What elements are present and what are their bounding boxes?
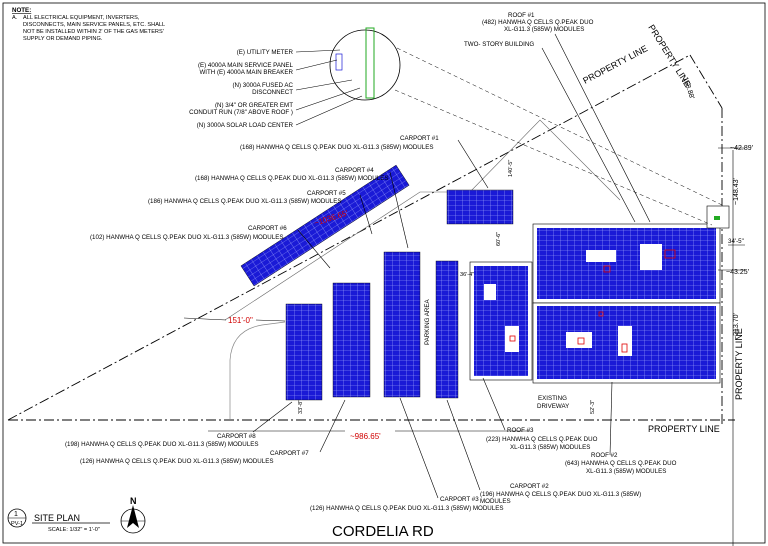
roof-2-title: ROOF #2 bbox=[591, 452, 618, 459]
note-line-3: NOT BE INSTALLED WITHIN 2' OF THE GAS ME… bbox=[23, 29, 164, 35]
driveway-label: DRIVEWAY bbox=[537, 403, 569, 410]
title-block: 1 PV-1 SITE PLAN SCALE: 1/32" = 1'-0" bbox=[7, 508, 110, 533]
curb-line bbox=[229, 321, 286, 420]
note-line-4: SUPPLY OR DEMAND PIPING. bbox=[23, 36, 103, 42]
property-line-east-label: PROPERTY LINE bbox=[734, 328, 744, 400]
svg-text:WITH (E) 4000A MAIN BREAKER: WITH (E) 4000A MAIN BREAKER bbox=[199, 69, 293, 76]
dim-158: ~158.88' bbox=[680, 72, 695, 100]
roof-3-array bbox=[474, 266, 528, 376]
equipment-panel-blue bbox=[335, 53, 343, 71]
roof-1-line-2: XL-G11.3 (585W) MODULES bbox=[504, 26, 584, 33]
note-line-1: ALL ELECTRICAL EQUIPMENT, INVERTERS, bbox=[23, 15, 140, 21]
equipment-callouts: (E) UTILITY METER (E) 4000A MAIN SERVICE… bbox=[189, 49, 363, 129]
svg-text:(N) 3/4" OR GREATER EMT: (N) 3/4" OR GREATER EMT bbox=[215, 102, 293, 109]
scale-label: SCALE: 1/32" = 1'-0" bbox=[48, 527, 100, 533]
parking-area-label: PARKING AREA bbox=[424, 299, 431, 345]
roof-3-title: ROOF #3 bbox=[507, 427, 534, 434]
north-arrow-icon: N bbox=[120, 496, 146, 534]
carport-7-modules: (126) HANWHA Q CELLS Q.PEAK DUO XL-G11.3… bbox=[80, 458, 273, 465]
carport-3-array bbox=[435, 260, 459, 399]
existing-label: EXISTING bbox=[538, 395, 567, 402]
note-marker: A. bbox=[12, 15, 18, 21]
carport-1-modules: (168) HANWHA Q CELLS Q.PEAK DUO XL-G11.3… bbox=[240, 144, 433, 151]
svg-text:DISCONNECT: DISCONNECT bbox=[252, 89, 293, 96]
note-title: NOTE: bbox=[12, 7, 31, 14]
roof-2-obstruction-b bbox=[621, 343, 628, 353]
carport-4-modules: (168) HANWHA Q CELLS Q.PEAK DUO XL-G11.3… bbox=[195, 175, 388, 182]
property-line-diagonal-label: PROPERTY LINE bbox=[581, 43, 649, 85]
carport-8-array bbox=[285, 303, 323, 401]
two-story-label: TWO- STORY BUILDING bbox=[464, 41, 534, 48]
carport-8-modules: (198) HANWHA Q CELLS Q.PEAK DUO XL-G11.3… bbox=[65, 441, 258, 448]
roof-3-line-1: (223) HANWHA Q CELLS Q.PEAK DUO bbox=[486, 436, 598, 443]
site-plan-title: SITE PLAN bbox=[34, 513, 80, 523]
carport-5-modules: (186) HANWHA Q CELLS Q.PEAK DUO XL-G11.3… bbox=[148, 198, 341, 205]
carport-1-title: CARPORT #1 bbox=[400, 135, 439, 142]
sheet-number: PV-1 bbox=[11, 521, 23, 527]
dim-151: 151'-0" bbox=[228, 316, 253, 325]
dim-36: 36'-4" bbox=[460, 272, 474, 278]
carport-3-modules: (126) HANWHA Q CELLS Q.PEAK DUO XL-G11.3… bbox=[310, 505, 503, 512]
svg-text:(N) 3000A FUSED AC: (N) 3000A FUSED AC bbox=[232, 82, 293, 89]
svg-text:(E) UTILITY METER: (E) UTILITY METER bbox=[237, 49, 294, 56]
roof-2-void-a bbox=[566, 332, 592, 348]
dim-34: 34'-5" bbox=[728, 238, 744, 245]
roof-1-array bbox=[537, 228, 716, 299]
roof-3-obstruction bbox=[509, 335, 516, 342]
dim-148: ~148.43' bbox=[733, 178, 740, 205]
roof-2-void-b bbox=[618, 326, 632, 356]
carport-6-array bbox=[240, 164, 410, 287]
carport-5-title: CARPORT #5 bbox=[307, 190, 346, 197]
roof-1-line-1: (482) HANWHA Q CELLS Q.PEAK DUO bbox=[482, 19, 594, 26]
property-line-diagonal bbox=[7, 54, 691, 421]
meter-marker bbox=[714, 216, 720, 220]
svg-text:CONDUIT RUN (7/8" ABOVE ROOF ): CONDUIT RUN (7/8" ABOVE ROOF ) bbox=[189, 109, 293, 116]
carport-5-array bbox=[383, 251, 421, 398]
roof-2-line-1: (643) HANWHA Q CELLS Q.PEAK DUO bbox=[565, 460, 677, 467]
roof-1-void-b bbox=[640, 244, 662, 270]
roof-2-obstruction-c bbox=[598, 311, 604, 317]
roof-1-obstruction-b bbox=[603, 265, 611, 273]
roof-1-obstruction-a bbox=[664, 249, 676, 259]
equipment-bus-green bbox=[365, 27, 375, 99]
roof-1-void-a bbox=[586, 250, 616, 262]
carport-1-array bbox=[446, 189, 514, 225]
property-line-ne bbox=[689, 54, 723, 109]
detail-number: 1 bbox=[14, 511, 18, 518]
carport-3-title: CARPORT #3 bbox=[440, 496, 479, 503]
dim-33: 33'-8" bbox=[298, 400, 304, 414]
north-label: N bbox=[130, 496, 137, 506]
roof-1-title: ROOF #1 bbox=[508, 12, 535, 19]
carport-7-array bbox=[332, 282, 371, 398]
carport-8-title: CARPORT #8 bbox=[217, 433, 256, 440]
roof-3-line-2: XL-G11.3 (585W) MODULES bbox=[510, 444, 590, 451]
dim-140: 140'-5" bbox=[508, 160, 514, 177]
roof-3-void-a bbox=[484, 284, 496, 300]
dim-60: 60'-6" bbox=[496, 232, 502, 246]
carport-6-title: CARPORT #6 bbox=[248, 225, 287, 232]
dim-213: ~213.70' bbox=[733, 313, 740, 340]
carport-6-modules: (102) HANWHA Q CELLS Q.PEAK DUO XL-G11.3… bbox=[90, 234, 283, 241]
dim-42: ~42.89' bbox=[730, 145, 753, 152]
carport-2-line-2: MODULES bbox=[480, 498, 511, 505]
equipment-detail-circle bbox=[329, 29, 401, 101]
carport-2-line-1: (196) HANWHA Q CELLS Q.PEAK DUO XL-G11.3… bbox=[480, 491, 641, 498]
dim-986: ~986.65' bbox=[350, 432, 381, 441]
svg-text:(E) 4000A MAIN SERVICE PANEL: (E) 4000A MAIN SERVICE PANEL bbox=[198, 62, 294, 69]
svg-text:(N) 3000A SOLAR LOAD CENTER: (N) 3000A SOLAR LOAD CENTER bbox=[197, 122, 294, 129]
roof-3-void-b bbox=[505, 326, 519, 352]
carport-7-title: CARPORT #7 bbox=[270, 450, 309, 457]
roof-2-line-2: XL-G11.3 (585W) MODULES bbox=[586, 468, 666, 475]
carport-2-title: CARPORT #2 bbox=[510, 483, 549, 490]
street-name: CORDELIA RD bbox=[332, 523, 434, 540]
note-line-2: DISCONNECTS, MAIN SERVICE PANELS, ETC. S… bbox=[23, 22, 165, 28]
roof-2-obstruction-a bbox=[577, 337, 585, 345]
equipment-zoom-line bbox=[394, 47, 723, 226]
dim-52: 52'-3" bbox=[590, 400, 596, 414]
dim-43: ~43.25' bbox=[726, 269, 749, 276]
carport-4-title: CARPORT #4 bbox=[335, 167, 374, 174]
property-line-south-label: PROPERTY LINE bbox=[648, 424, 720, 434]
